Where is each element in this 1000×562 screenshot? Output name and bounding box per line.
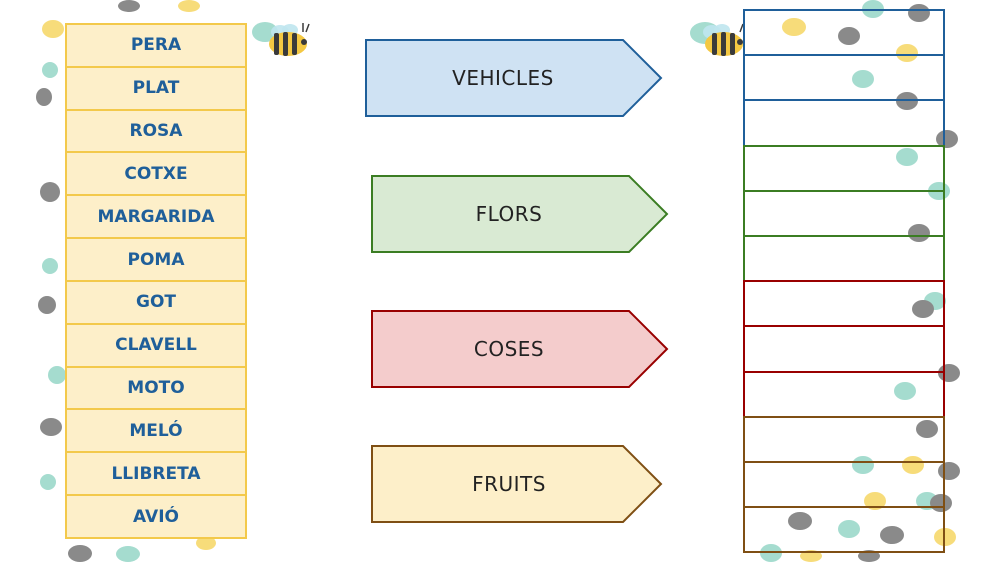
background-dot <box>908 4 930 22</box>
answer-slot[interactable] <box>743 280 945 328</box>
word-card[interactable]: POMA <box>65 237 247 282</box>
word-card[interactable]: PLAT <box>65 65 247 111</box>
background-dot <box>782 18 806 36</box>
background-dot <box>40 182 60 202</box>
word-card[interactable]: PERA <box>65 23 247 68</box>
background-dot <box>916 420 938 438</box>
background-dot <box>48 366 66 384</box>
background-dot <box>838 27 860 45</box>
answer-slot[interactable] <box>743 370 945 418</box>
background-dot <box>40 474 56 490</box>
category-fruits: FRUITS <box>371 445 669 523</box>
background-dot <box>38 296 56 314</box>
background-dot <box>196 536 216 550</box>
answer-slot[interactable] <box>743 54 945 102</box>
background-dot <box>852 456 874 474</box>
answer-slot[interactable] <box>743 99 945 147</box>
background-dot <box>68 545 92 562</box>
word-list: PERA PLAT ROSA COTXE MARGARIDA POMA GOT … <box>65 23 247 539</box>
background-dot <box>42 20 64 38</box>
answer-slots <box>743 9 945 554</box>
word-card[interactable]: MARGARIDA <box>65 194 247 240</box>
answer-slot[interactable] <box>743 9 945 57</box>
word-card[interactable]: GOT <box>65 279 247 325</box>
word-card[interactable]: AVIÓ <box>65 494 247 539</box>
category-vehicles: VEHICLES <box>365 39 663 117</box>
background-dot <box>896 148 918 166</box>
bee-icon <box>269 23 310 56</box>
word-card[interactable]: COTXE <box>65 151 247 197</box>
background-dot <box>912 300 934 318</box>
bee-icon <box>703 23 744 56</box>
word-card[interactable]: MELÓ <box>65 408 247 454</box>
answer-slot[interactable] <box>743 144 945 192</box>
background-dot <box>852 70 874 88</box>
background-dot <box>788 512 812 530</box>
category-label: COSES <box>473 337 545 361</box>
category-label: FRUITS <box>472 472 546 496</box>
category-label: VEHICLES <box>452 66 554 90</box>
background-dot <box>118 0 140 12</box>
background-dot <box>838 520 860 538</box>
answer-slot[interactable] <box>743 189 945 237</box>
background-dot <box>894 382 916 400</box>
background-dot <box>42 62 58 78</box>
answer-slot[interactable] <box>743 415 945 463</box>
answer-slot[interactable] <box>743 235 945 283</box>
background-dot <box>116 546 140 562</box>
background-dot <box>880 526 904 544</box>
word-card[interactable]: CLAVELL <box>65 322 247 368</box>
background-dot <box>896 44 918 62</box>
background-dot <box>902 456 924 474</box>
background-dot <box>934 528 956 546</box>
answer-slot[interactable] <box>743 461 945 509</box>
background-dot <box>178 0 200 12</box>
word-card[interactable]: ROSA <box>65 108 247 154</box>
category-flors: FLORS <box>371 175 669 253</box>
category-coses: COSES <box>371 310 669 388</box>
answer-slot[interactable] <box>743 325 945 373</box>
background-dot <box>36 88 52 106</box>
category-label: FLORS <box>475 202 543 226</box>
background-dot <box>864 492 886 510</box>
background-dot <box>42 258 58 274</box>
background-dot <box>40 418 62 436</box>
background-dot <box>936 130 958 148</box>
answer-slot[interactable] <box>743 506 945 554</box>
background-dot <box>252 22 278 42</box>
word-card[interactable]: MOTO <box>65 365 247 411</box>
word-card[interactable]: LLIBRETA <box>65 451 247 497</box>
background-dot <box>908 224 930 242</box>
